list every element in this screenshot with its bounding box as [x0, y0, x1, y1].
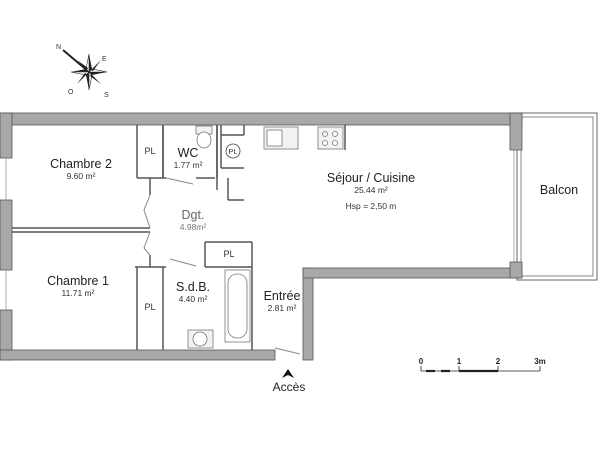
scale-tick-2: 2	[495, 357, 501, 366]
scale-tick-1: 1	[456, 357, 462, 366]
compass-rose-icon	[62, 49, 108, 91]
room-wc: WC 1.77 m²	[173, 146, 203, 170]
scale-bar	[420, 366, 541, 373]
closet-pl-top: PL	[144, 146, 156, 156]
compass-east: E	[102, 56, 107, 63]
room-balcon: Balcon	[539, 183, 579, 197]
access-arrow-icon	[282, 369, 294, 378]
access-label: Accès	[272, 380, 306, 394]
compass-north: N	[56, 44, 62, 51]
room-entree: Entrée 2.81 m²	[263, 289, 301, 313]
room-sejour-cuisine: Séjour / Cuisine 25.44 m² Hsp = 2,50 m	[326, 171, 416, 211]
scale-tick-0: 0	[418, 357, 424, 366]
closet-pl-bathroom: PL	[223, 249, 235, 259]
room-salle-de-bain: S.d.B. 4.40 m²	[175, 280, 211, 304]
room-chambre-1: Chambre 1 11.71 m²	[47, 274, 109, 298]
room-chambre-2: Chambre 2 9.60 m²	[50, 157, 112, 181]
scale-tick-3m: 3m	[534, 357, 546, 366]
room-degagement: Dgt. 4.98m²	[179, 208, 207, 232]
compass-west: O	[68, 89, 74, 96]
compass-south: S	[104, 92, 109, 99]
partitions	[12, 125, 346, 350]
closet-pl-bottom: PL	[144, 302, 156, 312]
closet-pl-round: PL	[228, 147, 238, 156]
walls	[0, 112, 523, 361]
